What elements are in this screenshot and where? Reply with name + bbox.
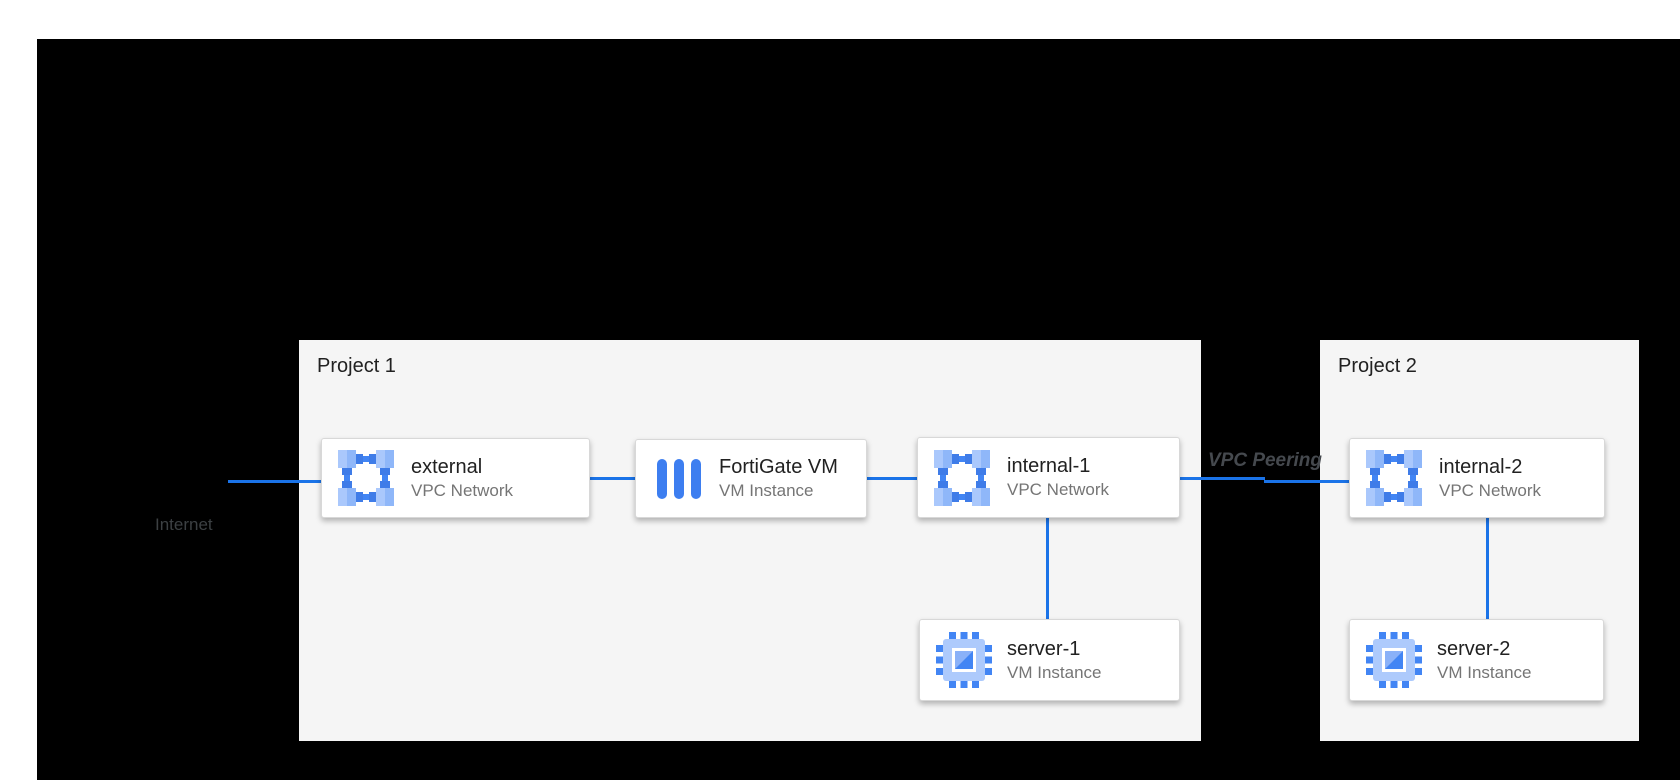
node-server-1-subtitle: VM Instance [1007,662,1102,682]
compute-engine-icon [936,632,992,688]
node-internal-2-title: internal-2 [1439,455,1523,478]
external-to-fortigate-line [589,477,636,480]
project-1-label: Project 1 [317,355,396,377]
internet-label: Internet [155,515,213,534]
node-server-2-subtitle: VM Instance [1437,662,1532,682]
vpc-network-icon [932,448,992,508]
vpc-peering-line-left [1180,477,1265,480]
node-external: external VPC Network [321,438,590,518]
appliance-bars-icon [657,458,701,499]
internal1-to-server1-line [1046,518,1049,619]
node-internal-2: internal-2 VPC Network [1349,438,1605,518]
internal2-to-server2-line [1486,518,1489,619]
node-server-2-title: server-2 [1437,637,1511,660]
vpc-network-icon [1364,448,1424,508]
node-fortigate-vm: FortiGate VM VM Instance [635,439,867,518]
node-internal-2-subtitle: VPC Network [1439,480,1542,500]
node-internal-1: internal-1 VPC Network [917,437,1180,518]
node-external-title: external [411,455,483,478]
project-2-label: Project 2 [1338,355,1417,377]
vpc-peering-label: VPC Peering [1207,450,1323,471]
node-server-1-title: server-1 [1007,637,1081,660]
node-fortigate-subtitle: VM Instance [719,481,814,500]
node-server-2: server-2 VM Instance [1349,619,1604,701]
node-external-subtitle: VPC Network [411,480,514,500]
node-fortigate-title: FortiGate VM [719,456,838,478]
vpc-network-icon [336,448,396,508]
node-server-1: server-1 VM Instance [919,619,1180,701]
node-internal-1-subtitle: VPC Network [1007,480,1110,499]
node-internal-1-title: internal-1 [1007,455,1091,477]
fortigate-to-internal1-line [867,477,918,480]
vpc-peering-line-right [1264,480,1350,483]
internet-connector-line [228,480,322,483]
diagram-background: Project 1 Project 2 Internet VPC Peering… [37,39,1680,780]
compute-engine-icon [1366,632,1422,688]
